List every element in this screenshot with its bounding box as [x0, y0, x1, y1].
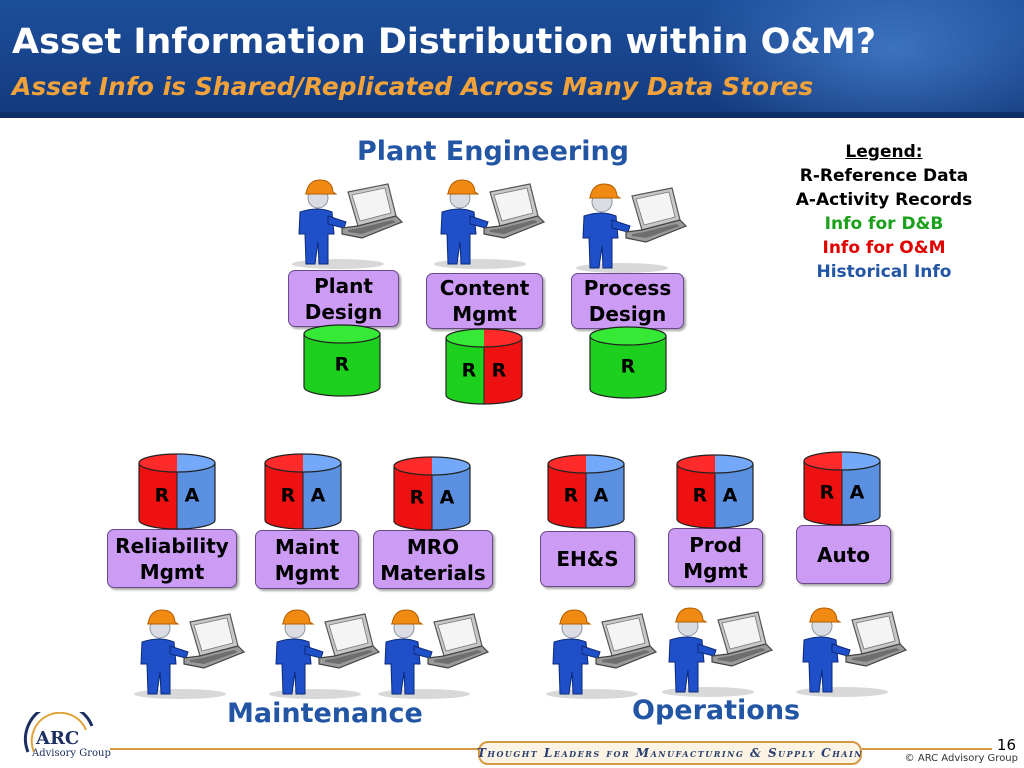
- legend-item-om: Info for O&M: [822, 238, 946, 258]
- system-label: Content Mgmt: [439, 276, 530, 326]
- store-letter: R: [564, 485, 579, 507]
- system-label: Reliability Mgmt: [115, 533, 229, 584]
- store-letter: R: [410, 487, 425, 509]
- page-number: 16: [996, 736, 1016, 754]
- arc-logo-subtext: Advisory Group: [32, 748, 111, 759]
- store-letter: R: [462, 360, 477, 382]
- system-box-ehs: EH&S: [540, 531, 635, 587]
- system-label: Prod Mgmt: [683, 532, 748, 583]
- system-box-content-mgmt: Content Mgmt: [426, 273, 543, 329]
- legend-item-db: Info for D&B: [824, 214, 944, 234]
- legend-item-activity: A-Activity Records: [795, 190, 973, 210]
- slide-subtitle: Asset Info is Shared/Replicated Across M…: [12, 72, 814, 101]
- system-label: Process Design: [583, 276, 672, 326]
- store-letter: A: [311, 485, 326, 507]
- system-label: Plant Design: [304, 273, 383, 324]
- store-letter: A: [723, 485, 738, 507]
- system-box-auto: Auto: [796, 525, 891, 584]
- store-letter: R: [820, 482, 835, 504]
- store-letter: R: [155, 485, 170, 507]
- system-box-maint-mgmt: Maint Mgmt: [255, 530, 359, 589]
- arc-logo-text: ARC: [36, 728, 80, 749]
- store-letter: A: [440, 487, 455, 509]
- legend-item-historical: Historical Info: [816, 262, 952, 282]
- arc-logo-icon: [23, 712, 94, 753]
- engineer-laptop-icon: [576, 183, 688, 273]
- engineer-laptop-icon: [546, 609, 658, 699]
- store-letter: A: [185, 485, 200, 507]
- engineer-laptop-icon: [796, 607, 908, 697]
- system-label: EH&S: [556, 547, 619, 571]
- system-box-mro-materials: MRO Materials: [373, 530, 493, 589]
- store-letter: R: [492, 360, 507, 382]
- legend: Legend: R-Reference Data A-Activity Reco…: [752, 140, 1016, 284]
- system-label: Maint Mgmt: [274, 534, 340, 585]
- engineer-laptop-icon: [662, 607, 774, 697]
- engineer-laptop-icon: [269, 609, 381, 699]
- engineer-laptop-icon: [378, 609, 490, 699]
- system-label: MRO Materials: [380, 534, 486, 585]
- store-letter: R: [693, 485, 708, 507]
- legend-title: Legend:: [845, 142, 923, 162]
- title-banner: Asset Information Distribution within O&…: [0, 0, 1024, 118]
- footer-rule-left: [110, 748, 480, 750]
- group-label-operations: Operations: [632, 695, 801, 726]
- banner-highlight: [684, 0, 1024, 118]
- system-box-reliability-mgmt: Reliability Mgmt: [107, 529, 237, 588]
- store-letter: A: [594, 485, 609, 507]
- engineer-laptop-icon: [292, 179, 404, 269]
- store-letter: R: [335, 354, 350, 376]
- data-store-process-design: R: [589, 326, 667, 399]
- footer-tagline: Thought Leaders for Manufacturing & Supp…: [477, 741, 862, 765]
- system-box-prod-mgmt: Prod Mgmt: [668, 528, 763, 587]
- engineer-laptop-icon: [434, 179, 546, 269]
- slide-title: Asset Information Distribution within O&…: [12, 22, 877, 62]
- engineer-laptop-icon: [134, 609, 246, 699]
- system-label: Auto: [816, 542, 871, 567]
- data-store-plant-design: R: [303, 324, 381, 397]
- footer-rule-right: [862, 748, 992, 750]
- store-letter: R: [281, 485, 296, 507]
- store-letter: R: [621, 356, 636, 378]
- system-box-plant-design: Plant Design: [288, 270, 399, 327]
- store-letter: A: [850, 482, 865, 504]
- legend-item-reference: R-Reference Data: [799, 166, 969, 186]
- copyright: © ARC Advisory Group: [904, 753, 1018, 764]
- group-label-plant-engineering: Plant Engineering: [357, 136, 630, 167]
- group-label-maintenance: Maintenance: [227, 698, 423, 729]
- banner-rule: [0, 112, 1024, 118]
- system-box-process-design: Process Design: [571, 273, 684, 329]
